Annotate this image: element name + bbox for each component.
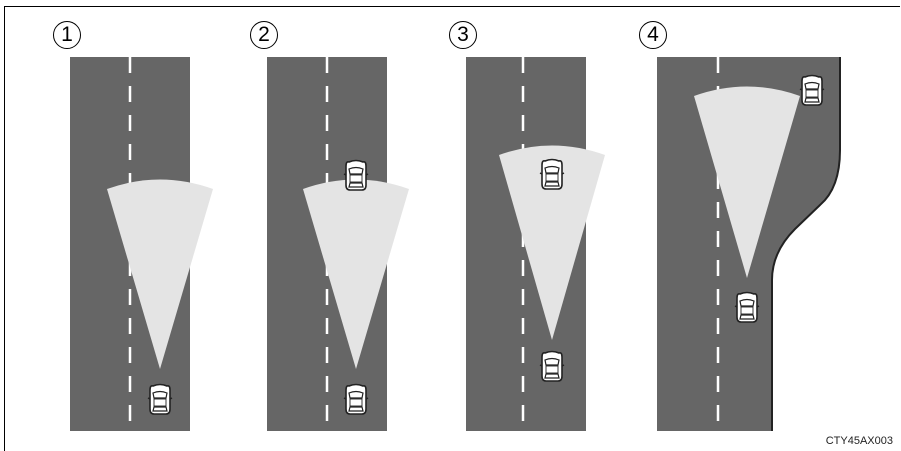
- own-vehicle-3: [539, 350, 565, 382]
- scenario-3: [466, 57, 605, 431]
- figure-code: CTY45AX003: [825, 435, 893, 447]
- step-label-1: 1: [61, 23, 73, 46]
- step-marker-2: [250, 21, 278, 49]
- step-label-4: 4: [647, 23, 659, 46]
- step-marker-3: [449, 21, 477, 49]
- own-vehicle-2: [343, 383, 369, 415]
- step-label-2: 2: [258, 23, 270, 46]
- scenario-4: [657, 57, 841, 431]
- radar-beam-4: [694, 86, 800, 278]
- preceding-vehicle-3: [539, 158, 565, 190]
- road-edge-4: [771, 57, 841, 431]
- step-marker-4: [639, 21, 667, 49]
- own-vehicle-4: [734, 291, 760, 323]
- step-label-3: 3: [457, 23, 469, 46]
- step-marker-1: [53, 21, 81, 49]
- frame-top-border: [4, 6, 900, 7]
- scenario-1: [70, 57, 213, 431]
- preceding-vehicle-2: [343, 159, 369, 191]
- radar-beam-1: [107, 179, 213, 369]
- own-vehicle-1: [147, 383, 173, 415]
- vehicle-on-curve-4: [799, 74, 825, 106]
- scenario-2: [267, 57, 409, 431]
- radar-beam-3: [499, 145, 605, 340]
- frame-left-border: [4, 6, 5, 451]
- radar-beam-2: [303, 179, 409, 369]
